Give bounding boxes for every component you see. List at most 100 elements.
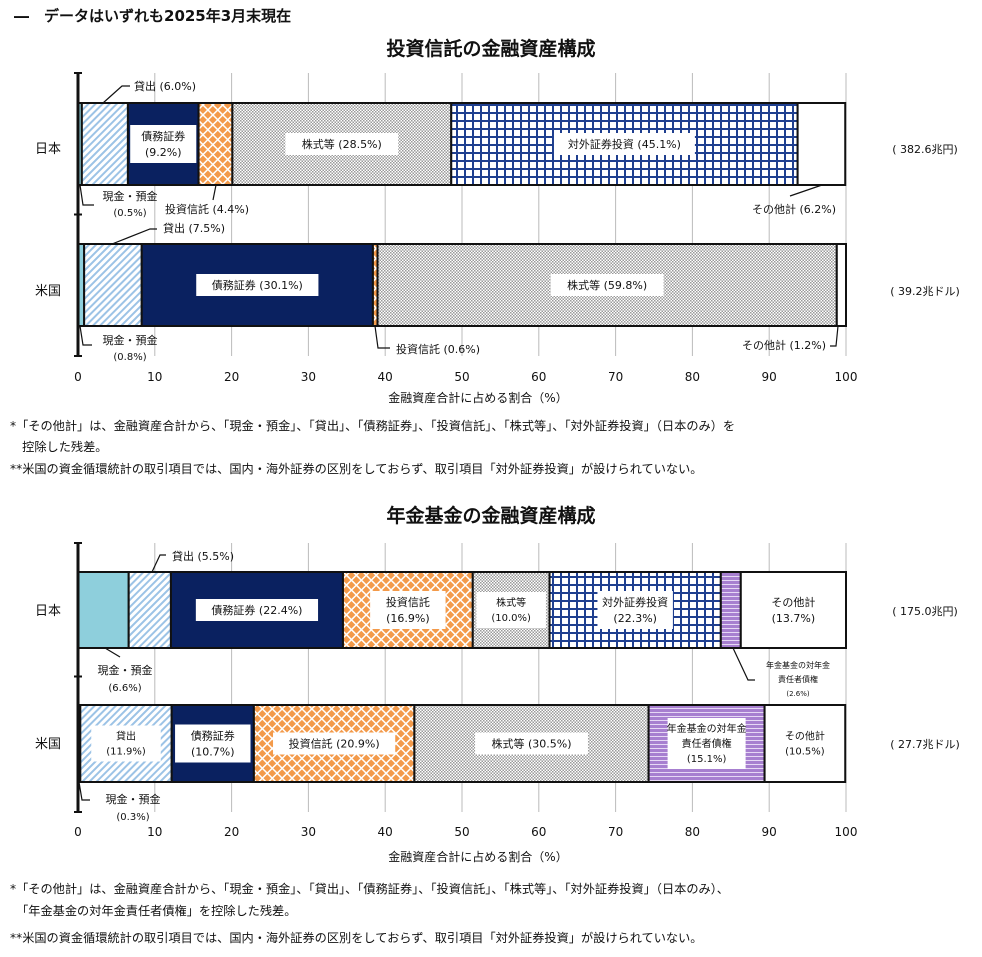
segment-label-box [195, 599, 319, 621]
segment-label: 責任者債権 [778, 674, 818, 684]
leader-line [102, 85, 130, 104]
category-label: 米国 [35, 284, 61, 299]
x-tick-label: 80 [685, 825, 700, 839]
footnote: **米国の資金循環統計の取引項目では、国内・海外証券の区別をしておらず、取引項目… [10, 930, 703, 945]
segment-label-box [475, 732, 588, 755]
segment-label: (0.5%) [113, 208, 146, 219]
segment-label: (10.5%) [785, 747, 825, 758]
x-tick-label: 90 [762, 825, 777, 839]
segment-label-box [755, 591, 832, 629]
segment-label: 対外証券投資 [602, 595, 668, 609]
x-tick-label: 50 [454, 825, 469, 839]
leader-line [374, 325, 390, 349]
x-tick-label: 40 [378, 825, 393, 839]
category-label: 米国 [35, 737, 61, 752]
category-label: 日本 [35, 604, 61, 619]
segment-label-box [273, 732, 396, 755]
leader-line [212, 184, 217, 201]
leader-line [732, 647, 755, 681]
segment-label-box [770, 725, 840, 762]
segment-label: (6.6%) [108, 683, 141, 694]
chart-title: 年金基金の金融資産構成 [386, 504, 595, 527]
segment-label: 対外証券投資 (45.1%) [568, 137, 681, 151]
segment-label-box [370, 591, 446, 629]
segment-label: 株式等 (30.5%) [491, 737, 571, 751]
total-label: ( 27.7兆ドル) [890, 738, 960, 751]
segment-label: (9.2%) [145, 146, 182, 159]
x-axis-title: 金融資産合計に占める割合（%） [388, 390, 567, 405]
segment-label: 投資信託 [386, 595, 430, 609]
total-label: ( 175.0兆円) [892, 605, 958, 618]
bar-segment-other [835, 243, 847, 327]
x-tick-label: 30 [301, 370, 316, 384]
segment-label: 年金基金の対年金 [766, 660, 830, 670]
footnote: **米国の資金循環統計の取引項目では、国内・海外証券の区別をしておらず、取引項目… [10, 461, 703, 476]
segment-label: その他計 [785, 730, 825, 743]
segment-label: (13.7%) [772, 612, 816, 625]
segment-label: 債務証券 (30.1%) [212, 278, 303, 292]
bar-row: 日本( 175.0兆円)現金・預金(6.6%)貸出 (5.5%)債務証券 (22… [35, 549, 958, 698]
bar-row: 日本( 382.6兆円)現金・預金(0.5%)貸出 (6.0%)債務証券(9.2… [35, 79, 958, 219]
x-tick-label: 60 [531, 825, 546, 839]
segment-label: 貸出 [116, 730, 136, 743]
segment-label: (16.9%) [386, 612, 430, 625]
x-tick-label: 10 [147, 825, 162, 839]
segment-label: 投資信託 (4.4%) [165, 202, 249, 216]
segment-label: (0.8%) [113, 352, 146, 363]
leader-line [789, 184, 823, 197]
footnote: *「その他計」は、金融資産合計から、「現金・預金」、「貸出」、「債務証券」、「投… [10, 418, 735, 433]
bar-segment-loans [83, 243, 143, 327]
segment-label: 年金基金の対年金 [667, 722, 747, 735]
x-tick-label: 20 [224, 825, 239, 839]
segment-label: 株式等 (28.5%) [302, 137, 382, 151]
bar-row: 米国( 27.7兆ドル)現金・預金(0.3%)貸出(11.9%)債務証券(10.… [35, 704, 960, 823]
x-tick-label: 20 [224, 370, 239, 384]
segment-label: (10.7%) [191, 746, 235, 759]
x-tick-label: 0 [74, 825, 82, 839]
bar-row: 米国( 39.2兆ドル)現金・預金(0.8%)貸出 (7.5%)債務証券 (30… [35, 221, 960, 363]
x-tick-label: 100 [835, 825, 858, 839]
leader-line [830, 325, 839, 347]
segment-label: 責任者債権 [682, 737, 732, 750]
bar-segment-loans [80, 102, 129, 186]
segment-label: (2.6%) [786, 690, 810, 698]
bar-segment-bonds [140, 243, 374, 327]
x-tick-label: 40 [378, 370, 393, 384]
segment-label: 現金・預金 [106, 792, 161, 806]
category-label: 日本 [35, 142, 61, 157]
segment-label: その他計 (6.2%) [752, 202, 836, 216]
segment-label: 株式等 (59.8%) [567, 278, 647, 292]
segment-label: (0.3%) [116, 812, 149, 823]
segment-label: 貸出 (5.5%) [172, 549, 234, 563]
leader-line [151, 554, 166, 573]
x-tick-label: 70 [608, 370, 623, 384]
segment-label-box [285, 133, 399, 155]
segment-label: その他計 [771, 595, 815, 609]
segment-label-box [553, 133, 695, 155]
bar-segment-loans [127, 571, 172, 649]
x-tick-label: 70 [608, 825, 623, 839]
segment-label-box [91, 725, 161, 762]
segment-label: (15.1%) [687, 754, 727, 765]
x-tick-label: 30 [301, 825, 316, 839]
x-tick-label: 80 [685, 370, 700, 384]
segment-label: (10.0%) [491, 613, 531, 624]
segment-label: 投資信託 (20.9%) [289, 737, 380, 751]
header-note: ― データはいずれも2025年3月末現在 [14, 7, 291, 25]
segment-label: 貸出 (6.0%) [134, 79, 196, 93]
x-tick-label: 90 [762, 370, 777, 384]
segment-label: 債務証券 (22.4%) [211, 603, 302, 617]
segment-label-box [597, 591, 673, 629]
bar-segment-other [796, 102, 847, 186]
bar-segment-cash [77, 571, 130, 649]
x-tick-label: 0 [74, 370, 82, 384]
footnote: *「その他計」は、金融資産合計から、「現金・預金」、「貸出」、「債務証券」、「投… [10, 881, 729, 896]
footnote: 控除した残差。 [10, 439, 108, 454]
segment-label: その他計 (1.2%) [742, 338, 826, 352]
segment-label: 債務証券 [141, 129, 185, 143]
leader-line [104, 647, 121, 658]
x-tick-label: 50 [454, 370, 469, 384]
x-tick-label: 100 [835, 370, 858, 384]
